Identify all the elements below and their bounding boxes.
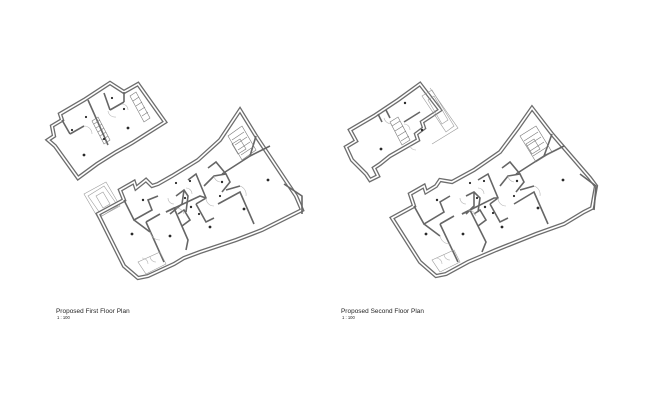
first-floor-caption: Proposed First Floor Plan 1 : 100 [56,308,130,320]
first-floor-title: Proposed First Floor Plan [56,308,130,315]
second-floor-plan [343,81,599,279]
second-floor-scale: 1 : 100 [342,315,355,320]
second-floor-main-block [389,104,599,279]
first-floor-rear-wing [44,80,168,181]
first-floor-scale: 1 : 100 [57,315,70,320]
first-floor-main-block [95,106,305,281]
first-floor-link [83,181,121,219]
second-floor-title: Proposed Second Floor Plan [341,308,425,315]
second-floor-caption: Proposed Second Floor Plan 1 : 100 [341,308,424,320]
second-floor-rear-wing [343,81,459,183]
first-floor-plan [44,80,305,281]
